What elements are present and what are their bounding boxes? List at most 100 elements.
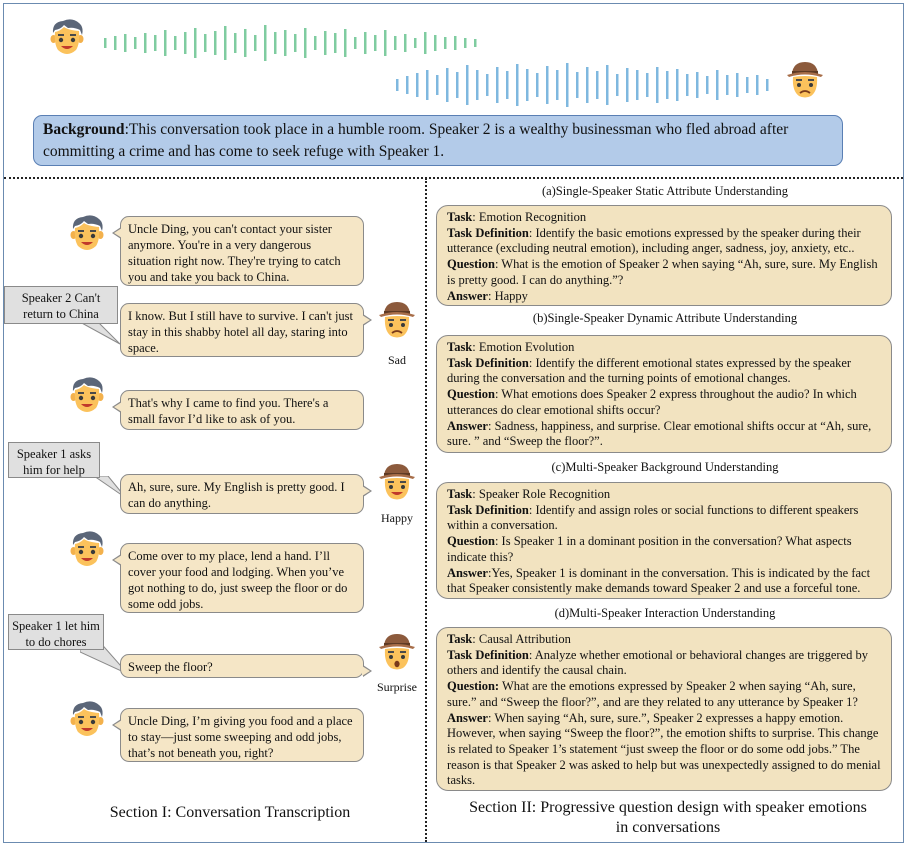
waveform-bar [486,74,489,96]
waveform-bar [434,35,437,51]
annotation-note: Speaker 2 Can't return to China [4,286,121,345]
waveform-bar [626,68,629,102]
waveform-bar [636,70,639,100]
task-text: : Emotion Evolution [472,340,575,354]
answer-label: Answer [447,565,488,580]
task-definition-text: : Identify the different emotional state… [447,355,852,386]
waveform-bar [144,33,147,53]
waveform-bar [756,75,759,95]
speaker1-bubble: Come over to my place, lend a hand. I’ll… [112,543,364,613]
waveform-bar [304,28,307,58]
background-text: :This conversation took place in a humbl… [43,121,789,160]
question-text: : What is the emotion of Speaker 2 when … [447,257,878,287]
waveform-bar [324,31,327,55]
waveform-bar [414,38,417,48]
speaker1-avatar-icon [66,528,108,570]
task-definition-text: : Identify the basic emotions expressed … [447,225,861,256]
speaker1-avatar-icon [66,698,108,740]
task-box: Task: Emotion Evolution Task Definition:… [436,335,892,453]
speaker1-avatar-icon [46,16,88,58]
waveform-bar [746,77,749,93]
waveform-bar [224,26,227,60]
waveform-bar [456,72,459,98]
waveform-bar [474,39,477,47]
speaker2-bubble: Ah, sure, sure. My English is pretty goo… [120,474,372,514]
waveform-bar [426,70,429,100]
waveform-bar [406,76,409,94]
waveform-bar [726,75,729,95]
section-divider [425,178,427,842]
waveform-bar [424,32,427,54]
waveform-bar [214,31,217,55]
waveform-bar [396,79,399,91]
answer-text: :Yes, Speaker 1 is dominant in the conve… [447,565,871,596]
waveform-bar [736,73,739,97]
waveform-bar [476,70,479,100]
task-box: Task: Causal Attribution Task Definition… [436,627,892,791]
waveform-bar [134,37,137,49]
waveform-bar [394,36,397,50]
waveform-bar [616,74,619,96]
speaker2-bubble: Sweep the floor? [120,654,372,678]
waveform-bar [686,74,689,96]
speaker2-bubble: I know. But I still have to survive. I c… [120,303,372,357]
speaker1-bubble: Uncle Ding, I’m giving you food and a pl… [112,708,364,762]
task-label: Task [447,340,473,354]
waveform-bar [174,36,177,50]
question-label: Question [447,257,495,272]
annotation-note: Speaker 1 asks him for help [8,442,127,499]
waveform-bar [124,34,127,52]
task-text: : Speaker Role Recognition [472,487,611,501]
answer-label: Answer [447,710,488,725]
task-definition-text: : Identify and assign roles or social fu… [447,502,859,533]
question-label: Question: [447,679,500,694]
waveform-bar [646,73,649,97]
waveform-bar [666,71,669,99]
waveform-bar [576,72,579,98]
waveform-bar [706,76,709,94]
waveform-bar [416,73,419,97]
waveform-bar [154,35,157,51]
waveform-bar [294,34,297,52]
waveform-bar [516,64,519,106]
waveform-bar [556,70,559,100]
waveform-bar [464,38,467,48]
waveform-bar [204,34,207,52]
waveform-bar [676,69,679,101]
waveform-bar [586,67,589,103]
answer-text: : Happy [487,288,528,303]
background-box: Background:This conversation took place … [33,115,843,166]
task-label: Task [447,210,473,224]
waveform-bar [566,63,569,107]
answer-text: : Sadness, happiness, and surprise. Clea… [447,418,872,449]
speaker1-bubble: That's why I came to find you. There's a… [112,390,364,430]
waveform-bar [546,66,549,104]
figure-frame [3,3,904,843]
annotation-note: Speaker 1 let him to do chores [8,614,129,675]
speaker1-avatar-icon [66,212,108,254]
annotation-text: Speaker 1 asks him for help [16,447,92,477]
speaker1-avatar-icon [66,374,108,416]
question-text: : Is Speaker 1 in a dominant position in… [447,534,852,564]
waveform-bar [234,33,237,53]
task-box: Task: Speaker Role Recognition Task Defi… [436,482,892,599]
task-label: Task [447,487,473,501]
task-label: Task [447,632,473,646]
waveform-bar [656,67,659,103]
task-heading: (c)Multi-Speaker Background Understandin… [551,460,779,474]
waveform-bar [194,28,197,58]
speaker2-sad-avatar-icon [376,298,418,340]
task-definition-label: Task Definition [447,647,529,662]
waveform-bar [344,29,347,57]
waveform-bar [454,36,457,50]
question-label: Question [447,387,495,402]
task-text: : Emotion Recognition [472,210,587,224]
waveform-bar [596,71,599,99]
task-heading: (d)Multi-Speaker Interaction Understandi… [554,606,776,620]
waveform-bar [716,70,719,100]
waveform-bar [314,36,317,50]
waveform-bar [184,32,187,54]
task-definition-label: Task Definition [447,502,529,517]
section-divider [4,177,903,179]
answer-label: Answer [447,288,488,303]
